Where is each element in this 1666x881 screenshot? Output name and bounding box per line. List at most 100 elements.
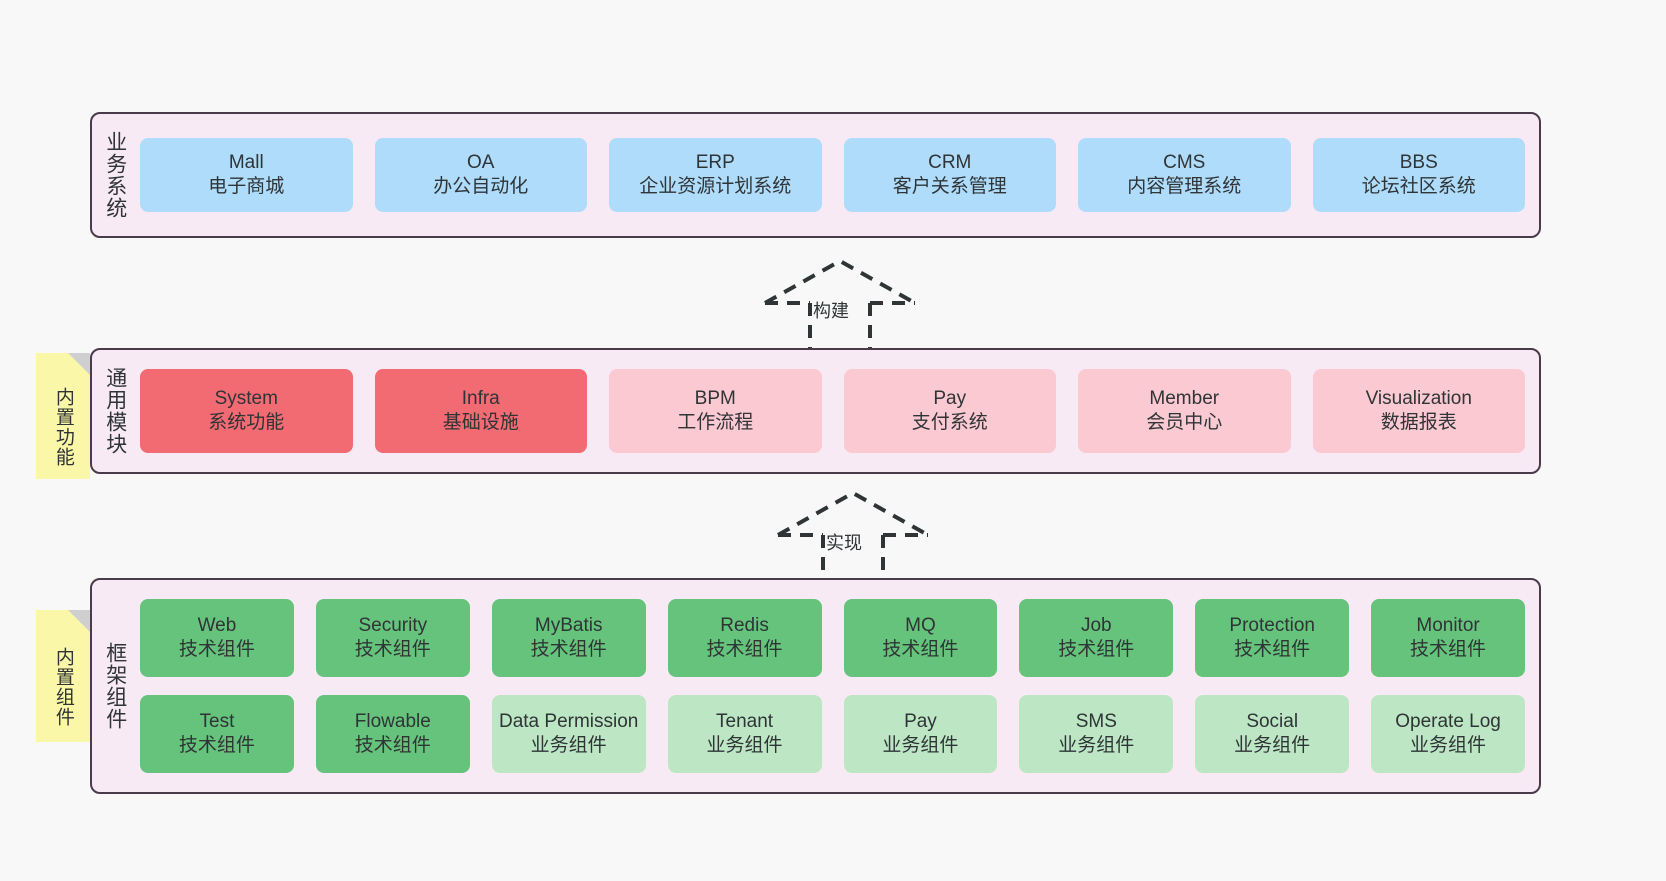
node-title: Operate Log (1395, 711, 1501, 733)
node-title: Data Permission (498, 711, 639, 733)
node-subtitle: 会员中心 (1146, 412, 1223, 433)
node-mall[interactable]: Mall 电子商城 (140, 138, 353, 212)
node-crm[interactable]: CRM 客户关系管理 (843, 138, 1056, 212)
node-pay-module[interactable]: Pay 支付系统 (843, 369, 1056, 453)
node-title: Social (1246, 711, 1299, 733)
layer-title-common-modules: 通用模块 (103, 367, 127, 455)
node-subtitle: 数据报表 (1380, 412, 1457, 433)
node-protection[interactable]: Protection 技术组件 (1195, 599, 1350, 677)
node-cms[interactable]: CMS 内容管理系统 (1078, 138, 1291, 212)
node-title: Tenant (716, 711, 774, 733)
node-redis[interactable]: Redis 技术组件 (667, 599, 822, 677)
node-title: CMS (1163, 152, 1206, 174)
node-erp[interactable]: ERP 企业资源计划系统 (609, 138, 822, 212)
node-subtitle: 技术组件 (1058, 639, 1135, 660)
layer-row: Web 技术组件 Security 技术组件 MyBatis 技术组件 Redi… (140, 599, 1525, 677)
node-subtitle: 客户关系管理 (892, 176, 1007, 197)
node-subtitle: 技术组件 (1234, 639, 1311, 660)
node-subtitle: 技术组件 (530, 639, 607, 660)
sticky-note-builtin-components: 内置组件 (36, 610, 90, 742)
node-data-permission[interactable]: Data Permission 业务组件 (491, 695, 646, 773)
node-flowable[interactable]: Flowable 技术组件 (315, 695, 470, 773)
node-subtitle: 技术组件 (1410, 639, 1487, 660)
node-subtitle: 技术组件 (178, 639, 255, 660)
node-bbs[interactable]: BBS 论坛社区系统 (1312, 138, 1525, 212)
node-test[interactable]: Test 技术组件 (140, 695, 294, 773)
node-title: Mall (228, 152, 264, 174)
node-oa[interactable]: OA 办公自动化 (374, 138, 587, 212)
node-subtitle: 办公自动化 (433, 176, 529, 197)
node-subtitle: 业务组件 (1058, 735, 1135, 756)
node-subtitle: 企业资源计划系统 (639, 176, 792, 197)
layer-body-framework-components: Web 技术组件 Security 技术组件 MyBatis 技术组件 Redi… (138, 580, 1539, 792)
node-title: Flowable (354, 711, 431, 733)
node-title: Protection (1229, 615, 1315, 637)
node-web[interactable]: Web 技术组件 (140, 599, 294, 677)
node-subtitle: 系统功能 (208, 412, 285, 433)
node-subtitle: 电子商城 (208, 176, 285, 197)
node-title: BPM (694, 388, 736, 410)
layer-row: System 系统功能 Infra 基础设施 BPM 工作流程 Pay 支付系统… (140, 369, 1525, 453)
layer-body-common-modules: System 系统功能 Infra 基础设施 BPM 工作流程 Pay 支付系统… (138, 350, 1539, 472)
node-title: Web (197, 615, 237, 637)
node-title: Infra (461, 388, 500, 410)
node-pay-component[interactable]: Pay 业务组件 (843, 695, 998, 773)
connector-label-implement: 实现 (826, 533, 862, 553)
node-title: Job (1080, 615, 1112, 637)
node-subtitle: 业务组件 (530, 735, 607, 756)
node-sms[interactable]: SMS 业务组件 (1019, 695, 1174, 773)
node-tenant[interactable]: Tenant 业务组件 (667, 695, 822, 773)
connector-build: 构建 (755, 255, 925, 355)
node-subtitle: 论坛社区系统 (1361, 176, 1476, 197)
node-title: System (214, 388, 278, 410)
node-subtitle: 基础设施 (442, 412, 519, 433)
node-title: Security (358, 615, 428, 637)
arrow-head-outline (764, 258, 916, 305)
layer-body-business-systems: Mall 电子商城 OA 办公自动化 ERP 企业资源计划系统 CRM 客户关系… (138, 114, 1539, 236)
node-title: BBS (1399, 152, 1438, 174)
node-subtitle: 工作流程 (677, 412, 754, 433)
node-bpm[interactable]: BPM 工作流程 (609, 369, 822, 453)
node-subtitle: 技术组件 (882, 639, 959, 660)
node-system[interactable]: System 系统功能 (140, 369, 353, 453)
node-subtitle: 支付系统 (911, 412, 988, 433)
node-title: ERP (695, 152, 735, 174)
node-subtitle: 业务组件 (1234, 735, 1311, 756)
layer-common-modules: 通用模块 System 系统功能 Infra 基础设施 BPM 工作流程 Pay… (90, 348, 1541, 474)
node-title: Pay (904, 711, 937, 733)
node-subtitle: 技术组件 (354, 735, 431, 756)
node-title: OA (467, 152, 495, 174)
node-title: Redis (720, 615, 769, 637)
node-title: MQ (905, 615, 936, 637)
sticky-note-builtin-features: 内置功能 (36, 353, 90, 479)
node-subtitle: 技术组件 (178, 735, 255, 756)
arrow-head-outline (777, 490, 929, 537)
node-operate-log[interactable]: Operate Log 业务组件 (1371, 695, 1525, 773)
node-title: Pay (933, 388, 967, 410)
layer-business-systems: 业务系统 Mall 电子商城 OA 办公自动化 ERP 企业资源计划系统 CRM… (90, 112, 1541, 238)
node-visualization[interactable]: Visualization 数据报表 (1312, 369, 1525, 453)
node-security[interactable]: Security 技术组件 (315, 599, 470, 677)
node-title: Monitor (1416, 615, 1480, 637)
node-social[interactable]: Social 业务组件 (1195, 695, 1350, 773)
node-mybatis[interactable]: MyBatis 技术组件 (491, 599, 646, 677)
node-title: SMS (1075, 711, 1117, 733)
node-title: Visualization (1365, 388, 1472, 410)
node-member[interactable]: Member 会员中心 (1078, 369, 1291, 453)
node-subtitle: 业务组件 (1410, 735, 1487, 756)
node-subtitle: 业务组件 (882, 735, 959, 756)
layer-framework-components: 框架组件 Web 技术组件 Security 技术组件 MyBatis 技术组件… (90, 578, 1541, 794)
layer-row: Test 技术组件 Flowable 技术组件 Data Permission … (140, 695, 1525, 773)
node-subtitle: 内容管理系统 (1127, 176, 1242, 197)
layer-title-framework-components: 框架组件 (103, 642, 127, 730)
node-job[interactable]: Job 技术组件 (1019, 599, 1174, 677)
node-monitor[interactable]: Monitor 技术组件 (1371, 599, 1525, 677)
node-mq[interactable]: MQ 技术组件 (843, 599, 998, 677)
node-title: CRM (928, 152, 972, 174)
node-title: Test (199, 711, 235, 733)
node-subtitle: 技术组件 (354, 639, 431, 660)
node-subtitle: 技术组件 (706, 639, 783, 660)
node-infra[interactable]: Infra 基础设施 (374, 369, 587, 453)
layer-title-business-systems: 业务系统 (103, 131, 127, 219)
